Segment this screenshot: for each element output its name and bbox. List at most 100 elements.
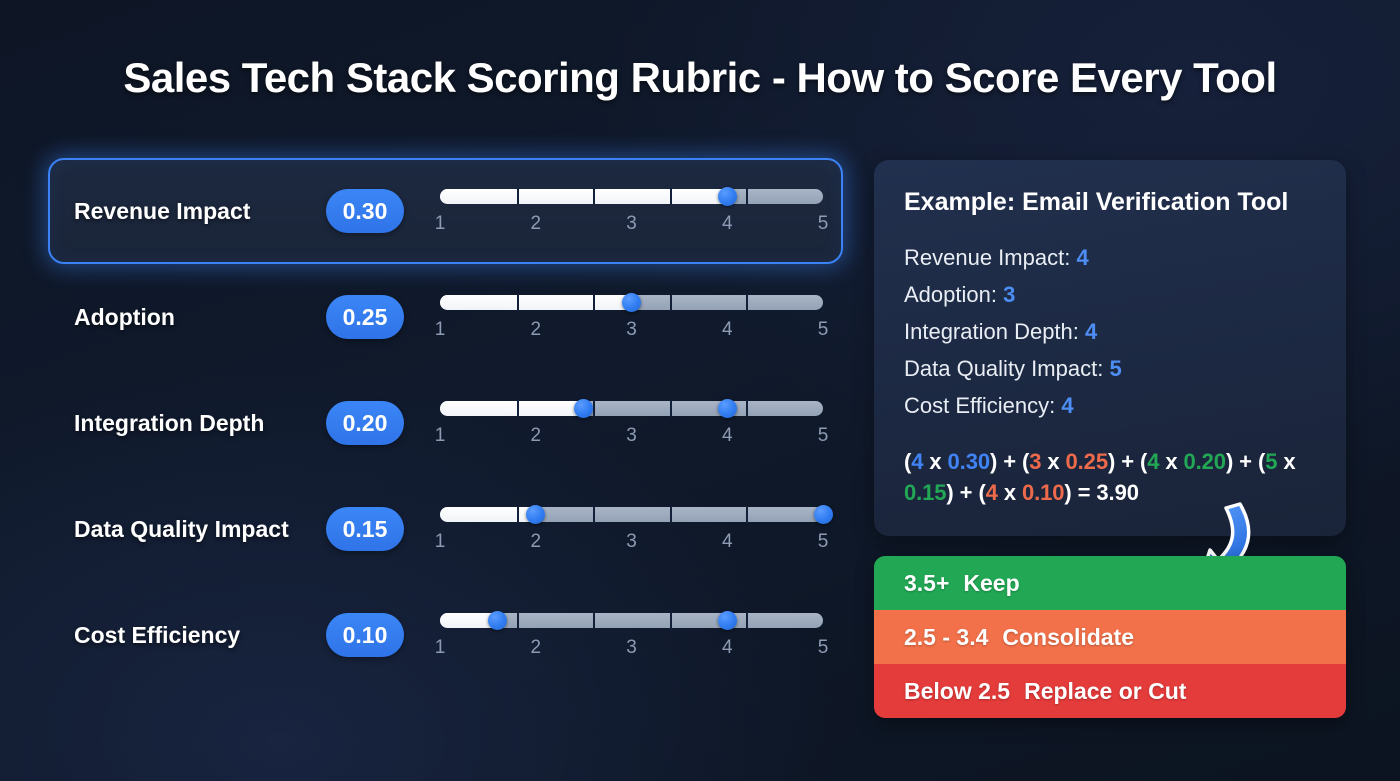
- slider-thumb[interactable]: [526, 505, 546, 524]
- example-score-line: Integration Depth: 4: [904, 313, 1316, 350]
- slider-tick-label: 5: [817, 637, 829, 658]
- slider-tick-label: 3: [626, 425, 637, 446]
- formula-multiply: x: [997, 480, 1022, 505]
- slider-tick-labels: 1 2 3 4 5: [435, 425, 829, 449]
- slider-segment-divider: [669, 294, 672, 311]
- example-score-value: 4: [1076, 245, 1089, 270]
- slider-tick-label: 4: [721, 637, 733, 658]
- example-score-line: Adoption: 3: [904, 276, 1316, 313]
- criterion-slider[interactable]: 1 2 3 4 5: [435, 183, 829, 239]
- example-score-line: Cost Efficiency: 4: [904, 387, 1316, 424]
- slider-tick-label: 3: [626, 213, 637, 234]
- formula-term-score: 5: [1265, 449, 1278, 474]
- formula-term-weight: 0.25: [1065, 449, 1109, 474]
- slider-tick-label: 4: [721, 531, 733, 552]
- slider-track[interactable]: [440, 187, 823, 206]
- verdict-band-action: Replace or Cut: [1024, 677, 1187, 704]
- formula-multiply: x: [1041, 449, 1066, 474]
- criterion-label: Integration Depth: [74, 409, 265, 436]
- formula-paren: (: [904, 449, 912, 474]
- slider-thumb[interactable]: [574, 399, 594, 418]
- slider-segment-divider: [746, 612, 749, 629]
- verdict-band: 3.5+Keep: [874, 556, 1346, 610]
- formula-equals: =: [1071, 480, 1097, 505]
- example-card-title: Example: Email Verification Tool: [904, 188, 1289, 216]
- criterion-label: Data Quality Impact: [74, 515, 289, 542]
- criterion-label: Adoption: [74, 303, 175, 330]
- slider-segment-divider: [593, 506, 596, 523]
- formula-paren: (: [1257, 449, 1266, 474]
- slider-tick-label: 4: [721, 213, 733, 234]
- slider-thumb[interactable]: [487, 611, 507, 630]
- slider-segment-divider: [593, 294, 596, 311]
- slider-segment-divider: [593, 612, 596, 629]
- slider-tick-label: 1: [434, 319, 446, 340]
- formula-paren: ): [1064, 480, 1072, 505]
- slider-tick-label: 2: [530, 425, 542, 446]
- slider-tick-labels: 1 2 3 4 5: [435, 213, 829, 237]
- slider-thumb[interactable]: [813, 505, 833, 524]
- slider-thumb[interactable]: [717, 611, 737, 630]
- example-score-value: 3: [1003, 282, 1016, 307]
- slider-track[interactable]: [440, 505, 833, 524]
- slider-tick-label: 4: [721, 319, 733, 340]
- example-score-line: Data Quality Impact: 5: [904, 350, 1316, 387]
- slider-tick-label: 5: [817, 531, 829, 552]
- slider-tick-label: 5: [817, 213, 829, 234]
- slider-thumb[interactable]: [717, 399, 737, 418]
- slider-segment-divider: [669, 506, 672, 523]
- slider-tick-label: 2: [530, 319, 542, 340]
- formula-total: 3.90: [1096, 480, 1139, 505]
- slider-tick-label: 2: [530, 213, 542, 234]
- formula-paren: ): [989, 449, 998, 474]
- slider-segment-divider: [516, 612, 519, 629]
- example-score-label: Cost Efficiency:: [904, 393, 1056, 418]
- formula-paren: ): [1107, 449, 1116, 474]
- slider-track-fill: [440, 295, 632, 310]
- example-score-value: 4: [1085, 319, 1098, 344]
- criterion-weight-badge: 0.15: [326, 507, 404, 551]
- page-title: Sales Tech Stack Scoring Rubric - How to…: [123, 54, 1277, 101]
- slider-tick-label: 2: [530, 637, 542, 658]
- example-score-value: 5: [1109, 356, 1122, 381]
- formula-term-weight: 0.30: [947, 449, 991, 474]
- slider-track[interactable]: [440, 293, 823, 312]
- formula-multiply: x: [1159, 449, 1184, 474]
- formula-plus: +: [997, 449, 1022, 474]
- slider-tick-label: 1: [434, 213, 446, 234]
- verdict-band-range: Below 2.5: [904, 677, 1011, 704]
- slider-track-fill: [440, 507, 536, 522]
- example-score-label: Revenue Impact:: [904, 245, 1071, 270]
- slider-thumb[interactable]: [622, 293, 641, 312]
- slider-track[interactable]: [440, 399, 823, 418]
- slider-tick-label: 4: [721, 425, 733, 446]
- slider-tick-label: 3: [626, 319, 637, 340]
- formula-term-score: 4: [911, 449, 924, 474]
- example-score-line: Revenue Impact: 4: [904, 239, 1316, 276]
- slider-thumb[interactable]: [717, 187, 737, 206]
- criterion-label: Revenue Impact: [74, 197, 251, 224]
- formula-paren: (: [1139, 449, 1148, 474]
- slider-tick-label: 5: [817, 425, 829, 446]
- slider-tick-label: 1: [434, 637, 446, 658]
- slider-track[interactable]: [440, 611, 823, 630]
- criterion-slider[interactable]: 1 2 3 4 5: [435, 395, 829, 451]
- example-score-value: 4: [1061, 393, 1074, 418]
- slider-segment-divider: [746, 400, 749, 417]
- example-score-label: Data Quality Impact:: [904, 356, 1104, 381]
- slider-segment-divider: [669, 400, 672, 417]
- formula-term-weight: 0.10: [1021, 480, 1065, 505]
- slider-segment-divider: [746, 294, 749, 311]
- verdict-band-range: 2.5 - 3.4: [904, 623, 989, 650]
- slider-tick-label: 1: [434, 425, 446, 446]
